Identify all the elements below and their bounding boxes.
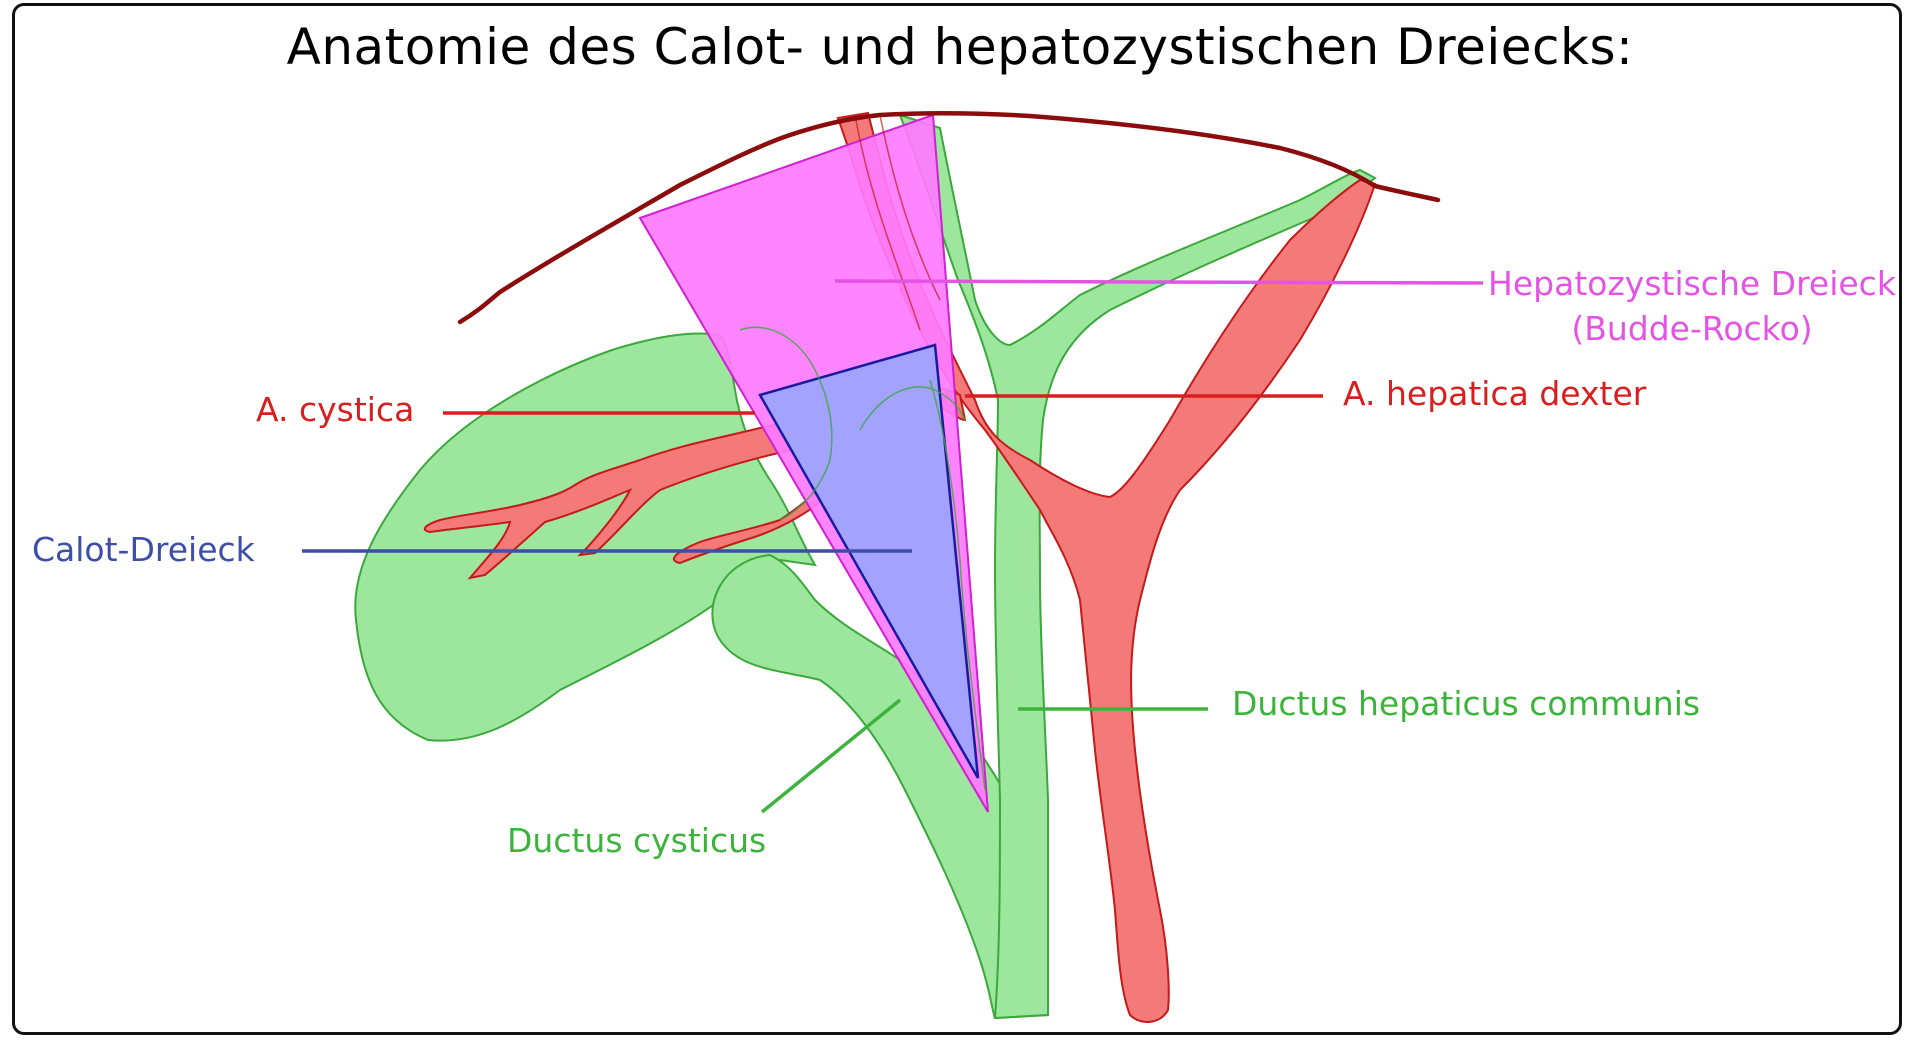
label-a-cystica: A. cystica [256,390,415,429]
right-hepatic-artery-shape [836,111,1377,1023]
leader-ductus-cysticus [760,698,902,814]
diagram-title: Anatomie des Calot- und hepatozystischen… [286,18,1634,76]
gallbladder-shape [354,332,817,742]
label-ductus-cysticus: Ductus cysticus [507,821,767,860]
common-hepatic-duct-shape [898,113,1377,1020]
liver-edge-line [457,110,1441,325]
label-a-hepatica-dexter: A. hepatica dexter [1343,374,1647,413]
label-ductus-hepaticus-communis: Ductus hepaticus communis [1232,684,1701,723]
cystic-artery-outline-overlay [739,326,986,791]
leader-hepatocystic [834,279,1484,285]
calot-triangle [758,343,980,779]
label-hepatocystic-triangle: Hepatozystische Dreieck (Budde-Rocko) [1472,262,1912,351]
label-hepatocystic-line1: Hepatozystische Dreieck [1488,264,1896,303]
label-hepatocystic-line2: (Budde-Rocko) [1571,308,1813,348]
cystic-duct-shape [711,553,1050,1020]
label-calot-triangle: Calot-Dreieck [32,530,255,569]
